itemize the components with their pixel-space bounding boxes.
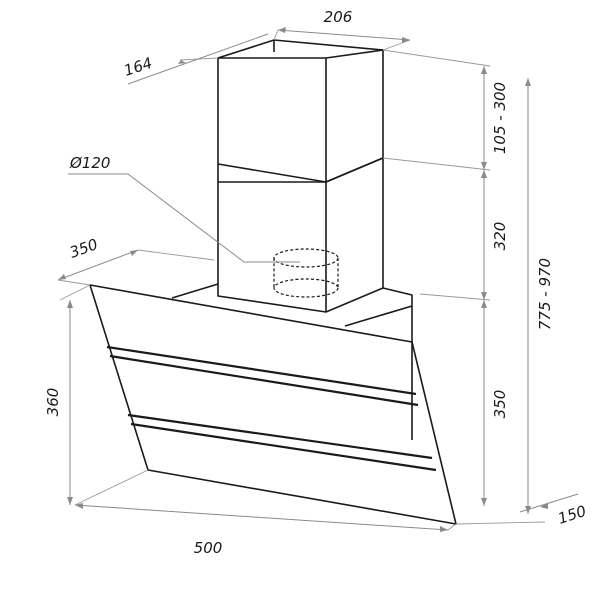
label-width-total: 500	[194, 539, 223, 557]
hood-outline	[90, 40, 456, 524]
panel-stripe-lower-inner	[131, 424, 436, 470]
extension-lines	[58, 30, 545, 530]
chimney-upper-front	[218, 58, 326, 182]
label-height-chimney-lower: 320	[491, 222, 509, 251]
motor-body-top	[172, 284, 218, 298]
label-chimney-width: 206	[324, 8, 353, 26]
label-height-body: 350	[491, 390, 509, 419]
label-height-total: 775 - 970	[536, 258, 554, 330]
dim-line-chimney-width	[278, 30, 410, 40]
motor-body-rear-edge	[345, 306, 412, 326]
label-depth-bottom: 150	[556, 502, 589, 528]
label-duct-diameter: Ø120	[69, 154, 110, 172]
dimension-labels: 206 164 Ø120 350 105 - 300 320 350 775 -…	[44, 8, 588, 557]
label-canopy-depth: 350	[67, 235, 100, 262]
panel-stripe-lower	[128, 415, 432, 458]
label-height-extension: 105 - 300	[491, 82, 509, 154]
duct-cylinder-top	[274, 249, 338, 267]
chimney-lower-front	[218, 182, 326, 312]
glass-front-panel	[90, 285, 456, 524]
duct-cylinder-bottom	[274, 279, 338, 297]
label-front-panel-height: 360	[44, 388, 62, 417]
chimney-lower-side	[326, 158, 383, 312]
dim-line-width-total	[75, 505, 448, 530]
leader-duct-diameter	[68, 174, 300, 262]
chimney-joint-line	[218, 158, 383, 182]
panel-stripe-upper	[107, 347, 416, 394]
panel-stripe-upper-inner	[110, 356, 418, 405]
